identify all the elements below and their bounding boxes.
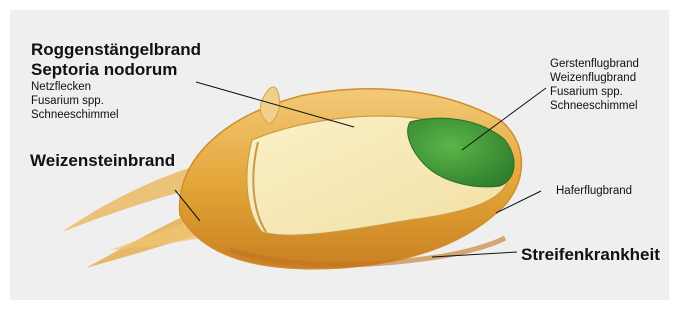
label-septoria-nodorum: Septoria nodorum [31, 60, 201, 80]
label-weizenflugbrand: Weizenflugbrand [550, 71, 639, 85]
label-schneeschimmel: Schneeschimmel [31, 108, 201, 122]
label-weizensteinbrand: Weizensteinbrand [30, 151, 175, 171]
label-gerstenflugbrand: Gerstenflugbrand [550, 57, 639, 71]
label-fusarium-spp-right: Fusarium spp. [550, 85, 639, 99]
label-fusarium-spp: Fusarium spp. [31, 94, 201, 108]
label-schneeschimmel-right: Schneeschimmel [550, 99, 639, 113]
label-group-top-left: Roggenstängelbrand Septoria nodorum Netz… [31, 40, 201, 122]
label-streifenkrankheit: Streifenkrankheit [521, 245, 660, 265]
label-group-top-right: Gerstenflugbrand Weizenflugbrand Fusariu… [550, 57, 639, 113]
label-haferflugbrand: Haferflugbrand [556, 184, 632, 198]
label-roggenstaengelbrand: Roggenstängelbrand [31, 40, 201, 60]
label-netzflecken: Netzflecken [31, 80, 201, 94]
